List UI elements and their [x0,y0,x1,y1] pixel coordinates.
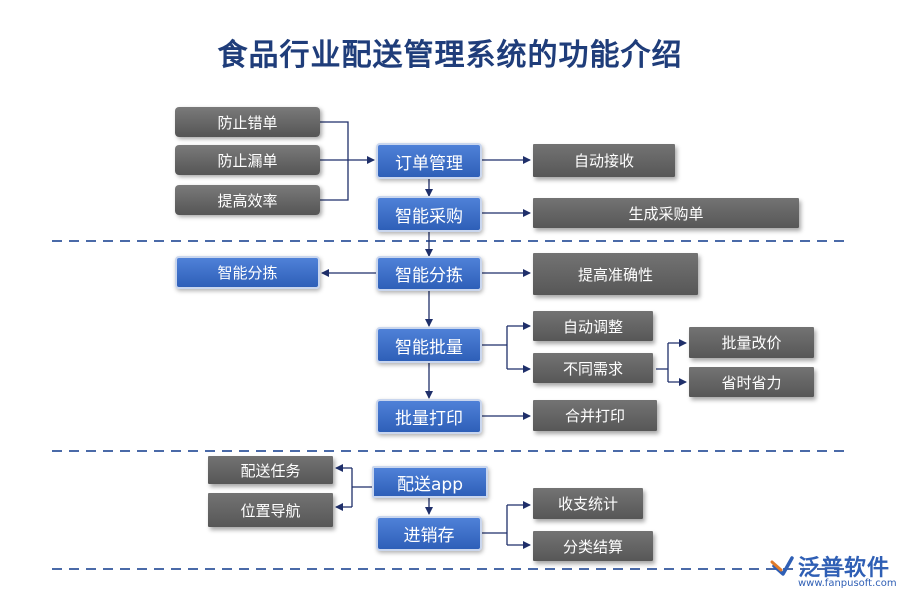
brand-logo-icon [770,556,794,576]
node-delivery-task: 配送任务 [208,456,333,484]
node-batch-print: 批量打印 [376,399,482,434]
page-title: 食品行业配送管理系统的功能介绍 [217,38,683,73]
node-smart-sorting: 智能分拣 [376,256,482,291]
node-delivery-app: 配送app [372,466,488,498]
connector-inventory-fork [482,505,508,545]
brand-url: www.fanpusoft.com [798,578,897,589]
node-category-settlement: 分类结算 [533,531,653,561]
node-generate-purchase-order: 生成采购单 [533,198,799,228]
node-merge-print: 合并打印 [533,400,657,431]
node-improve-efficiency: 提高效率 [175,185,320,215]
node-auto-adjust: 自动调整 [533,311,653,341]
brand-name: 泛普软件 [798,556,891,581]
node-inventory: 进销存 [376,516,482,551]
node-income-expense-stats: 收支统计 [533,488,643,519]
connector-batch-fork [482,326,508,369]
node-smart-sorting-left: 智能分拣 [175,256,320,289]
node-auto-receive: 自动接收 [533,144,675,177]
node-smart-purchase: 智能采购 [376,196,482,232]
node-prevent-missed-order: 防止漏单 [175,145,320,175]
node-improve-accuracy: 提高准确性 [533,253,698,295]
node-location-navigation: 位置导航 [208,493,333,527]
brand-logo: 泛普软件 www.fanpusoft.com [752,548,897,594]
node-smart-batch: 智能批量 [376,327,482,363]
connector-app-bracket [351,468,372,507]
connector-needs-fork [656,343,669,382]
node-batch-price-change: 批量改价 [689,327,814,358]
node-prevent-wrong-order: 防止错单 [175,107,320,137]
connector-left-bracket [320,121,349,201]
node-different-needs: 不同需求 [533,353,653,383]
node-save-time-effort: 省时省力 [689,367,814,397]
node-order-management: 订单管理 [376,143,482,179]
